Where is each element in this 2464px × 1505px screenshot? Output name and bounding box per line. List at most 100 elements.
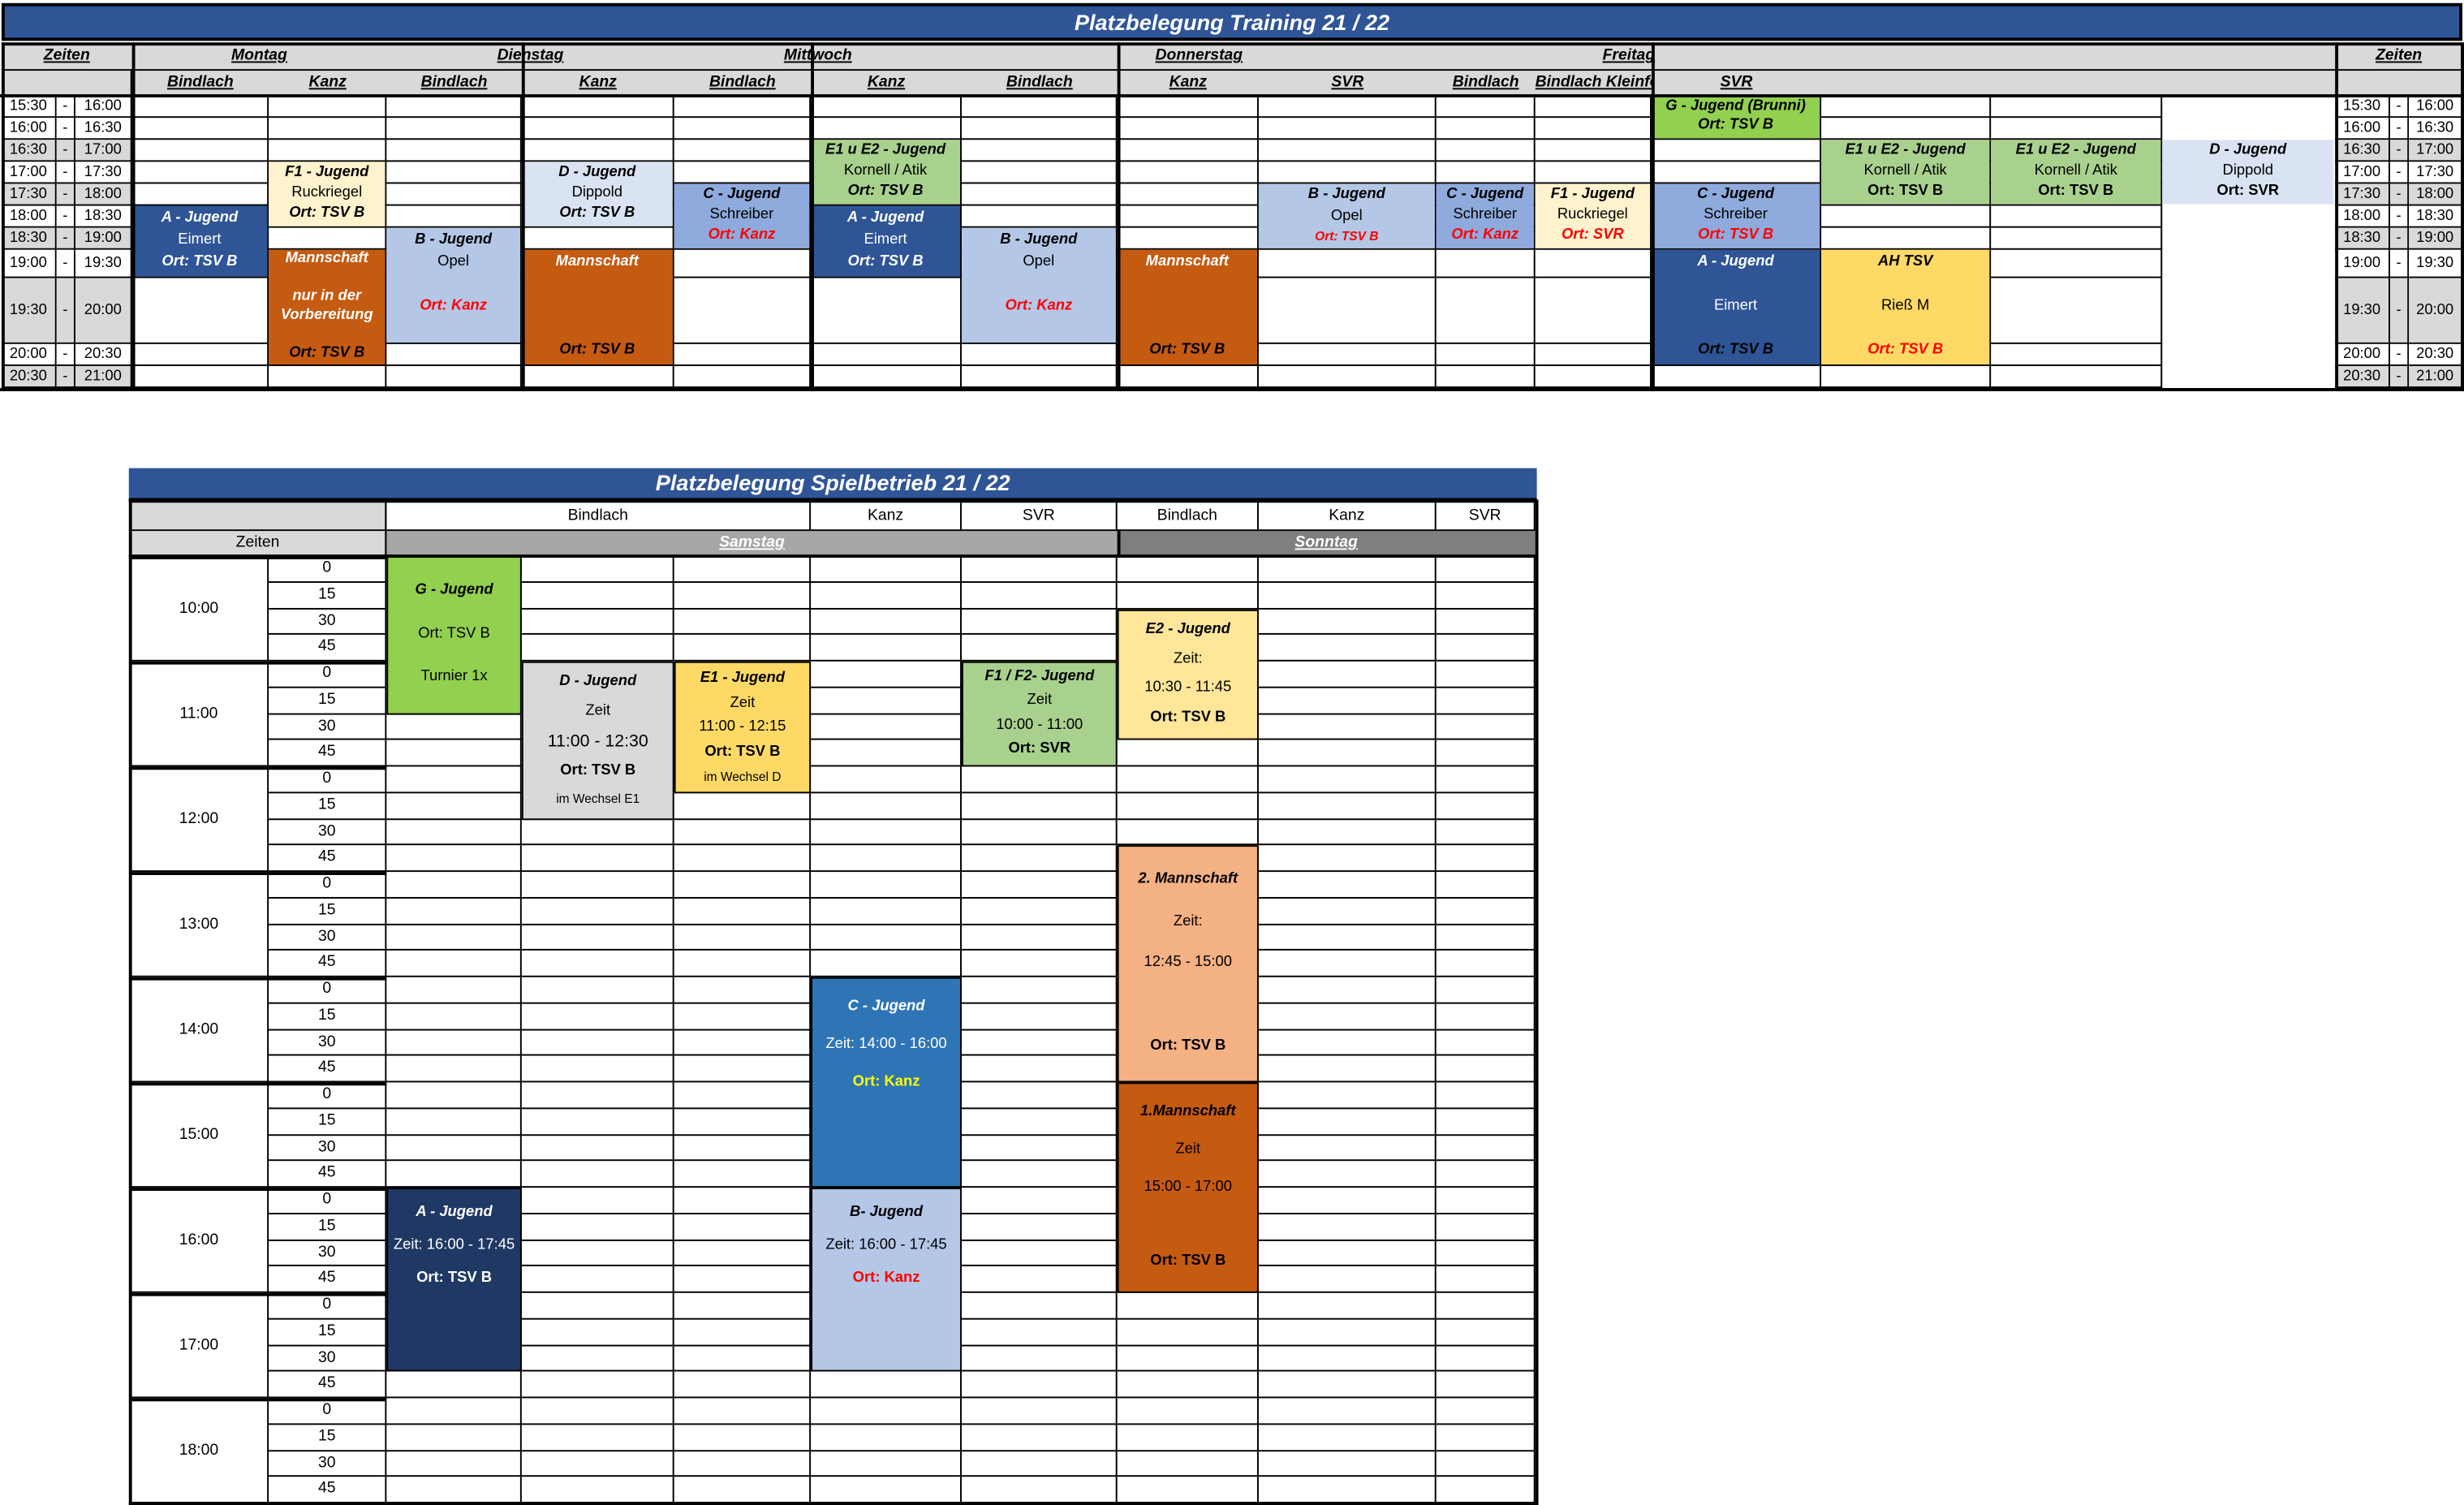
grid-cell [521, 140, 674, 162]
grid-cell [1821, 365, 1992, 389]
grid-cell [674, 140, 812, 162]
time-start: 18:30 [2335, 227, 2390, 250]
quarter-cell: 30 [269, 1451, 387, 1477]
grid-cell [1117, 1398, 1259, 1425]
grid-cell [521, 872, 674, 899]
grid-cell [386, 365, 522, 389]
grid-cell [811, 608, 962, 636]
grid-cell [1117, 582, 1259, 609]
grid-cell [1258, 608, 1437, 636]
grid-cell [1991, 343, 2163, 366]
grid-cell [1436, 249, 1536, 278]
grid-cell [1821, 96, 1992, 119]
grid-cell [674, 1029, 812, 1057]
grid-cell [386, 951, 522, 977]
grid-cell [1258, 162, 1437, 184]
grid-line [521, 42, 525, 391]
grid-cell [1436, 714, 1536, 741]
time-dash: - [56, 278, 75, 344]
event-line: Zeit [585, 701, 611, 719]
grid-cell [521, 1319, 674, 1346]
event-line: B - Jugend [1307, 186, 1385, 204]
grid-cell [961, 140, 1118, 162]
event-line: A - Jugend [1697, 252, 1774, 270]
grid-cell [961, 951, 1118, 977]
grid-cell [961, 635, 1118, 662]
event-line: Zeit [1027, 692, 1053, 709]
header-band [1, 71, 132, 97]
grid-cell [521, 977, 674, 1004]
grid-cell [386, 714, 522, 741]
event-line: Opel [437, 252, 470, 270]
grid-cell [1436, 766, 1536, 793]
grid-cell [1436, 635, 1536, 662]
time-start: 16:00 [1, 118, 57, 140]
grid-cell [386, 1424, 522, 1451]
grid-cell [811, 118, 962, 140]
grid-cell [1436, 1345, 1536, 1373]
time-dash: - [56, 205, 75, 228]
event-line: nur in der [292, 287, 362, 305]
grid-cell [386, 278, 522, 344]
grid-cell [1258, 1372, 1437, 1399]
event-line: A - Jugend [161, 209, 239, 226]
grid-cell [1991, 205, 2163, 228]
grid-cell [811, 872, 962, 899]
grid-cell [1258, 96, 1437, 119]
time-dash: - [2389, 365, 2410, 389]
grid-cell [1258, 1398, 1437, 1425]
event-line: A - Jugend [846, 209, 924, 226]
grid-cell [386, 183, 522, 206]
event-line: 12:45 - 15:00 [1144, 954, 1232, 972]
quarter-cell: 45 [269, 1161, 387, 1188]
quarter-cell: 30 [269, 1029, 387, 1057]
grid-cell [386, 118, 522, 140]
time-end: 18:30 [2409, 205, 2463, 228]
time-dash: - [56, 227, 75, 250]
time-dash: - [56, 96, 75, 119]
event-line: Ort: TSV B [1867, 182, 1944, 200]
grid-cell [1436, 1161, 1536, 1188]
grid-cell [1821, 118, 1992, 140]
grid-cell [1436, 1029, 1536, 1057]
grid-cell [811, 343, 962, 366]
grid-cell [1436, 556, 1536, 583]
grid-cell [961, 183, 1118, 206]
grid-cell [961, 582, 1118, 609]
grid-line [130, 1082, 387, 1085]
event-line: E1 u E2 - Jugend [1845, 141, 1966, 159]
grid-cell [386, 1003, 522, 1030]
grid-cell [386, 924, 522, 951]
grid-cell [131, 96, 269, 119]
grid-cell [674, 1108, 812, 1136]
grid-cell [961, 1161, 1118, 1188]
time-start: 19:30 [1, 278, 57, 344]
grid-cell [961, 162, 1118, 184]
grid-cell [811, 661, 962, 688]
grid-cell [1535, 96, 1652, 119]
grid-cell [1991, 96, 2163, 119]
field-header: Bindlach [709, 73, 776, 92]
grid-cell [811, 951, 962, 977]
quarter-cell: 0 [269, 1082, 387, 1109]
time-start: 20:00 [1, 343, 57, 366]
grid-cell [1436, 278, 1536, 344]
day-header: Donnerstag [1155, 47, 1243, 65]
field-header: Bindlach [1452, 73, 1519, 92]
grid-cell [1258, 635, 1437, 662]
grid-cell [1436, 1188, 1536, 1214]
grid-cell [811, 819, 962, 846]
grid-cell [131, 183, 269, 206]
grid-cell [674, 556, 812, 583]
event-line: Zeit: 16:00 - 17:45 [825, 1236, 947, 1254]
event-line: im Wechsel E1 [556, 791, 640, 806]
grid-cell [1436, 1372, 1536, 1399]
event-line: im Wechsel D [704, 769, 782, 784]
grid-cell [674, 872, 812, 899]
grid-cell [1258, 1188, 1437, 1214]
grid-line [130, 556, 387, 558]
